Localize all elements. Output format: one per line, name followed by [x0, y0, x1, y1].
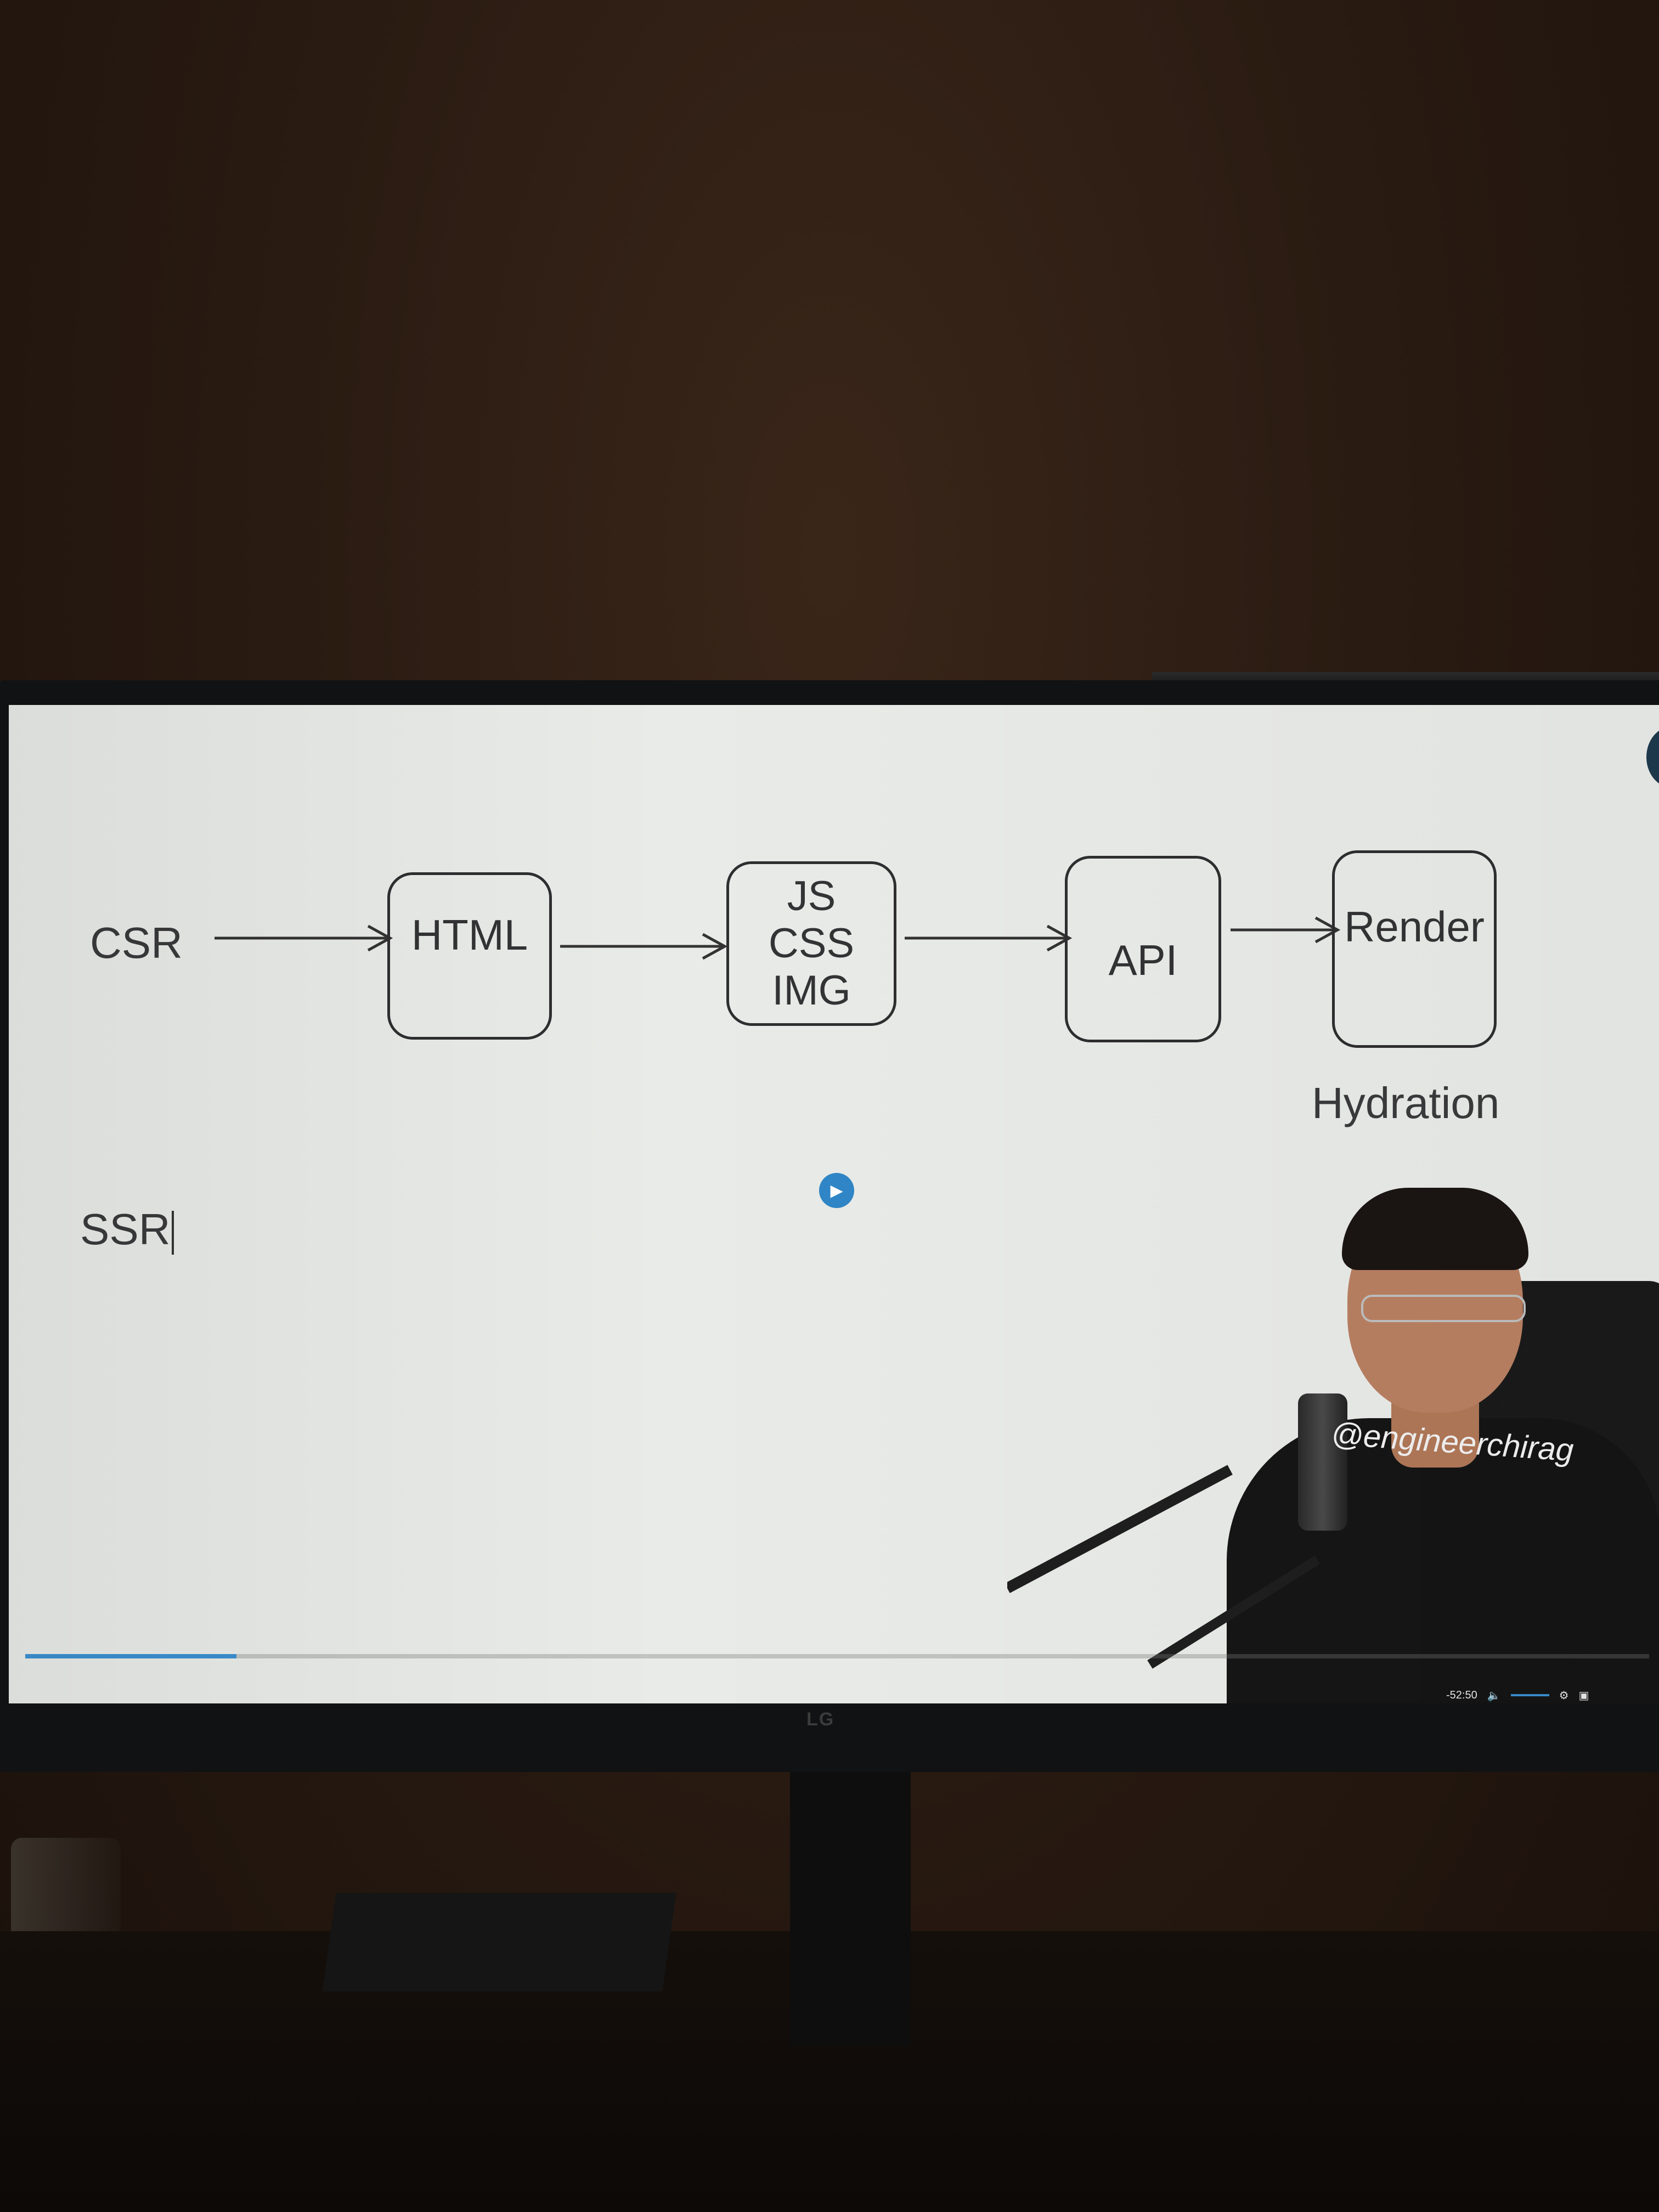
node-api: API — [1065, 856, 1221, 1042]
monitor-stand — [790, 1772, 911, 2046]
volume-icon[interactable]: 🔈 — [1487, 1689, 1501, 1702]
video-screen[interactable]: CSR HTML JS CSS IMG API Render Hydration… — [9, 705, 1659, 1703]
presenter-hair — [1342, 1188, 1528, 1270]
corner-badge — [1646, 727, 1659, 787]
keyboard — [322, 1893, 676, 1991]
arrow-api-to-render — [1231, 916, 1341, 944]
arrow-csr-to-html — [215, 924, 393, 952]
arrow-html-to-assets — [560, 933, 728, 960]
player-controls: -52:50 🔈 ⚙ ▣ — [1446, 1687, 1589, 1703]
ssr-label-text: SSR — [80, 1205, 171, 1254]
node-assets-css: CSS — [768, 920, 855, 967]
gear-icon[interactable]: ⚙ — [1559, 1689, 1569, 1702]
fullscreen-icon[interactable]: ▣ — [1578, 1689, 1589, 1702]
node-render-label: Render — [1344, 902, 1485, 951]
arrow-assets-to-api — [905, 924, 1073, 952]
node-render: Render — [1332, 850, 1497, 1048]
ssr-label: SSR — [80, 1204, 174, 1255]
node-html: HTML — [387, 872, 552, 1040]
csr-label: CSR — [90, 918, 183, 967]
play-icon[interactable]: ▶ — [819, 1173, 854, 1208]
time-remaining: -52:50 — [1446, 1689, 1477, 1701]
text-cursor — [171, 1210, 174, 1255]
monitor-brand-logo: LG — [806, 1709, 835, 1730]
progress-fill — [25, 1654, 236, 1658]
microphone — [1298, 1393, 1347, 1531]
presenter-glasses — [1361, 1295, 1526, 1322]
node-assets-img: IMG — [772, 967, 851, 1014]
presenter-webcam: @engineerchirag — [1007, 1188, 1659, 1703]
hydration-label: Hydration — [1312, 1079, 1500, 1127]
node-assets: JS CSS IMG — [726, 861, 896, 1026]
progress-track[interactable] — [25, 1654, 1649, 1658]
volume-slider[interactable] — [1510, 1694, 1549, 1696]
mic-arm — [1007, 1465, 1233, 1593]
node-html-label: HTML — [411, 911, 528, 959]
node-api-label: API — [1108, 936, 1178, 984]
node-assets-js: JS — [787, 873, 836, 919]
